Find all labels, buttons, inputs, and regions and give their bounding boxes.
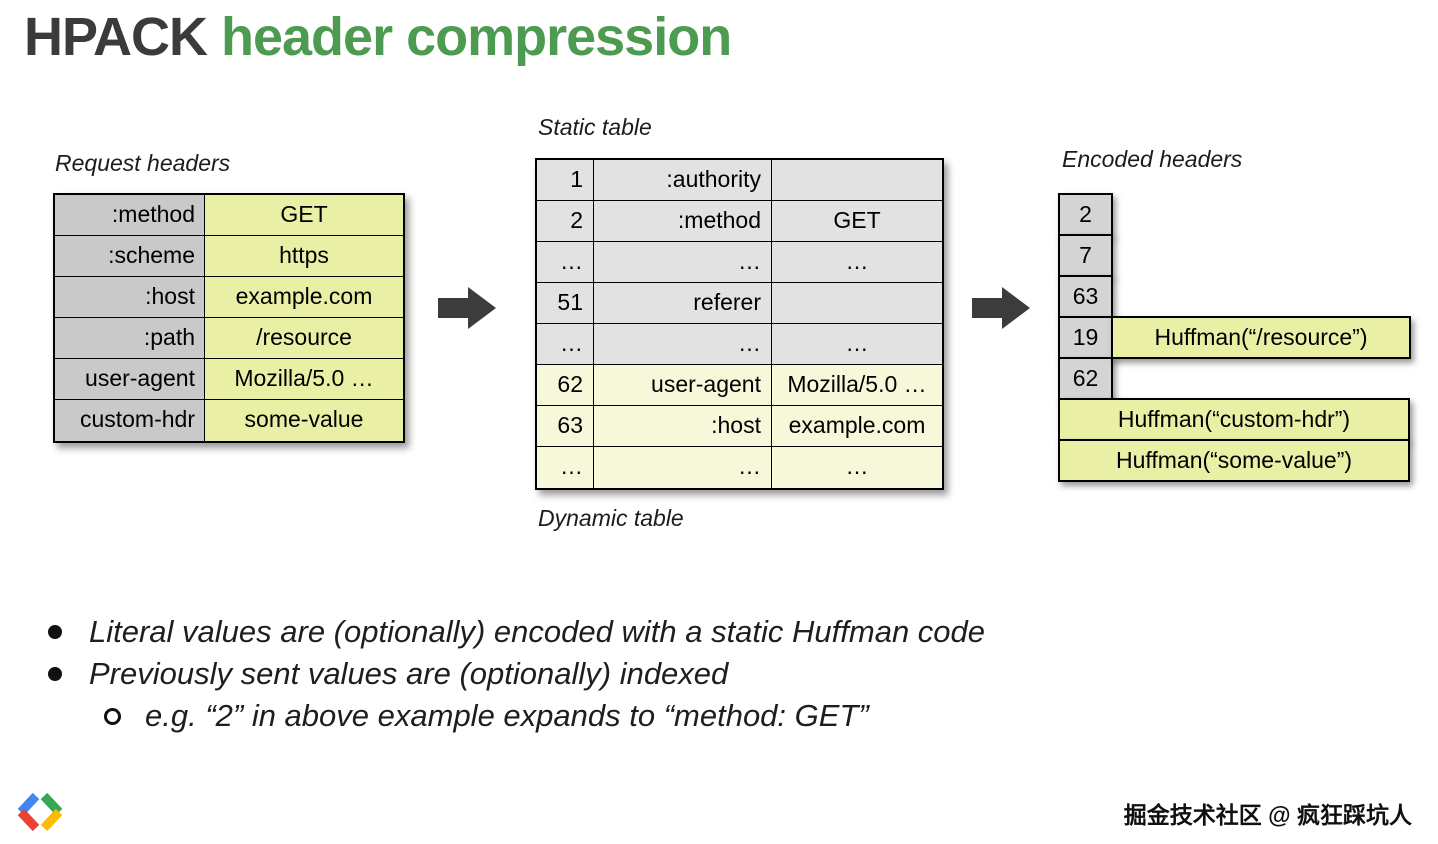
table-row: … … … (537, 447, 942, 488)
table-row: 2 :method GET (537, 201, 942, 242)
table-row: :path /resource (55, 318, 403, 359)
page-title: HPACK header compression (24, 6, 732, 68)
encoded-index-box: 2 (1058, 193, 1113, 236)
static-value-cell (772, 283, 942, 324)
bullet-circle-icon (104, 707, 121, 725)
dynamic-value-cell: example.com (772, 406, 942, 447)
request-name-cell: custom-hdr (55, 400, 205, 441)
table-row: :scheme https (55, 236, 403, 277)
request-value-cell: https (205, 236, 403, 277)
encoded-index-box: 19 (1058, 316, 1113, 359)
encoded-index-box: 62 (1058, 357, 1113, 400)
table-row: 1 :authority (537, 160, 942, 201)
static-table-label: Static table (538, 114, 652, 140)
static-index-cell: 2 (537, 201, 594, 242)
dynamic-index-cell: 63 (537, 406, 594, 447)
table-row: :host example.com (55, 277, 403, 318)
static-index-cell: … (537, 242, 594, 283)
dynamic-name-cell: … (594, 447, 772, 488)
request-name-cell: :scheme (55, 236, 205, 277)
static-value-cell: … (772, 324, 942, 365)
static-value-cell: … (772, 242, 942, 283)
request-value-cell: /resource (205, 318, 403, 359)
dynamic-name-cell: user-agent (594, 365, 772, 406)
sub-bullet-text: e.g. “2” in above example expands to “me… (145, 698, 869, 733)
dynamic-name-cell: :host (594, 406, 772, 447)
static-table: 1 :authority 2 :method GET … … … 51 refe… (535, 158, 944, 490)
table-row: custom-hdr some-value (55, 400, 403, 441)
encoded-huffman-custom-hdr-box: Huffman(“custom-hdr”) (1058, 398, 1410, 441)
static-name-cell: referer (594, 283, 772, 324)
arrow-right-icon (972, 287, 1030, 329)
google-developers-logo (17, 792, 63, 832)
static-name-cell: :authority (594, 160, 772, 201)
table-row: … … … (537, 324, 942, 365)
encoded-index-box: 63 (1058, 275, 1113, 318)
request-name-cell: :path (55, 318, 205, 359)
static-index-cell: … (537, 324, 594, 365)
dynamic-index-cell: … (537, 447, 594, 488)
dynamic-value-cell: Mozilla/5.0 … (772, 365, 942, 406)
bullet-dot-icon (48, 667, 62, 681)
bullet-item: Previously sent values are (optionally) … (48, 653, 985, 695)
bullet-dot-icon (48, 625, 62, 639)
request-headers-label: Request headers (55, 150, 231, 176)
dynamic-value-cell: … (772, 447, 942, 488)
request-name-cell: :host (55, 277, 205, 318)
table-row: 63 :host example.com (537, 406, 942, 447)
table-row: 51 referer (537, 283, 942, 324)
static-value-cell: GET (772, 201, 942, 242)
static-value-cell (772, 160, 942, 201)
bullet-list: Literal values are (optionally) encoded … (48, 611, 985, 737)
table-row: :method GET (55, 195, 403, 236)
request-name-cell: :method (55, 195, 205, 236)
request-value-cell: example.com (205, 277, 403, 318)
sub-bullet-item: e.g. “2” in above example expands to “me… (48, 695, 985, 737)
encoded-huffman-some-value-box: Huffman(“some-value”) (1058, 439, 1410, 482)
bullet-item: Literal values are (optionally) encoded … (48, 611, 985, 653)
static-index-cell: 1 (537, 160, 594, 201)
static-name-cell: … (594, 324, 772, 365)
encoded-headers-label: Encoded headers (1062, 146, 1243, 172)
encoded-index-box: 7 (1058, 234, 1113, 277)
static-name-cell: … (594, 242, 772, 283)
watermark-text: 掘金技术社区 @ 疯狂踩坑人 (1123, 802, 1412, 828)
dynamic-table-label: Dynamic table (538, 505, 684, 531)
request-value-cell: GET (205, 195, 403, 236)
request-headers-table: :method GET :scheme https :host example.… (53, 193, 405, 443)
title-subtitle: header compression (207, 7, 732, 67)
table-row: … … … (537, 242, 942, 283)
arrow-right-icon (438, 287, 496, 329)
title-hpack: HPACK (24, 7, 208, 67)
bullet-text: Literal values are (optionally) encoded … (89, 614, 986, 649)
request-value-cell: Mozilla/5.0 … (205, 359, 403, 400)
encoded-huffman-resource-box: Huffman(“/resource”) (1111, 316, 1411, 359)
encoded-headers-group: 2 7 63 19 62 Huffman(“/resource”) Huffma… (1058, 193, 1412, 493)
bullet-text: Previously sent values are (optionally) … (89, 656, 729, 691)
request-name-cell: user-agent (55, 359, 205, 400)
dynamic-index-cell: 62 (537, 365, 594, 406)
static-index-cell: 51 (537, 283, 594, 324)
request-value-cell: some-value (205, 400, 403, 441)
table-row: 62 user-agent Mozilla/5.0 … (537, 365, 942, 406)
table-row: user-agent Mozilla/5.0 … (55, 359, 403, 400)
static-name-cell: :method (594, 201, 772, 242)
